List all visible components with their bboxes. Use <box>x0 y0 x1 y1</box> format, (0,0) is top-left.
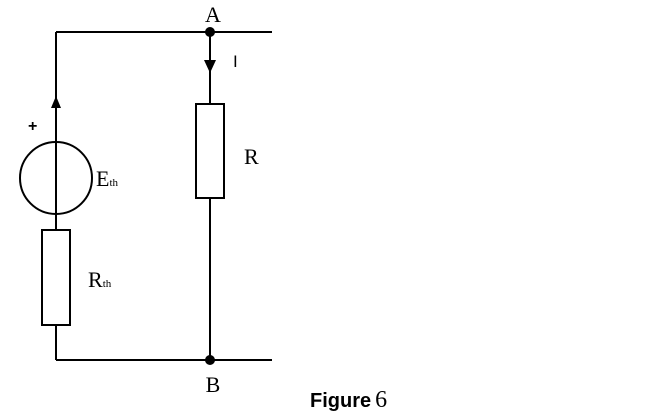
load-resistor <box>195 103 225 199</box>
series-resistor <box>41 229 71 326</box>
right-branch-wires <box>209 31 272 361</box>
series-resistor-label-main: R <box>88 267 103 292</box>
series-resistor-label-subscript: th <box>103 278 112 290</box>
node-a-dot <box>205 27 215 37</box>
source-polarity-label: + <box>28 118 37 135</box>
node-b-dot <box>205 355 215 365</box>
node-b-label: B <box>206 372 221 397</box>
source-direction-arrow <box>51 96 61 108</box>
figure-caption-word: Figure <box>310 390 372 412</box>
series-resistor-label: Rth <box>88 267 112 292</box>
node-a-label: A <box>205 2 221 27</box>
source-label-main: E <box>96 166 109 191</box>
source-label: Eth <box>96 166 119 191</box>
figure-caption: Figure 6 <box>310 388 387 412</box>
voltage-source <box>19 96 93 215</box>
source-label-subscript: th <box>109 177 118 189</box>
current-label: I <box>233 52 238 71</box>
current-direction-arrow <box>204 60 216 73</box>
load-resistor-label: R <box>244 144 259 169</box>
figure-caption-number: 6 <box>375 387 388 413</box>
